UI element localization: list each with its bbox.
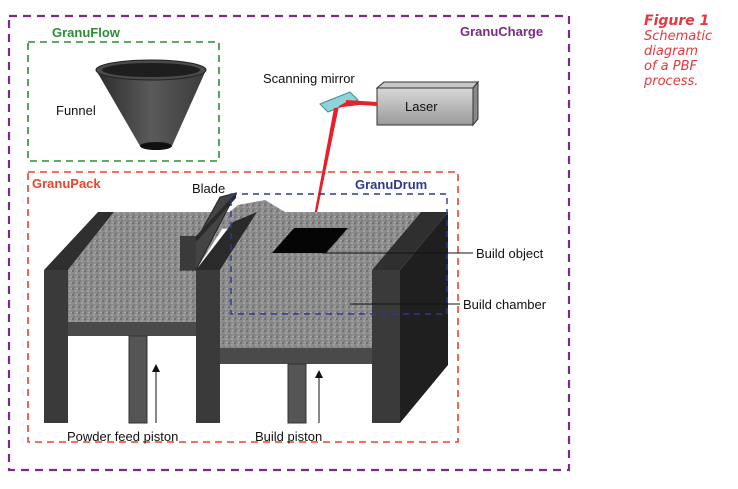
granupack-box [27,171,459,443]
caption-line-4: process. [644,74,699,89]
laser-label: Laser [405,99,438,114]
build-piston-arrow [315,370,323,423]
figure-number: Figure 1 [644,13,710,29]
granuflow-label: GranuFlow [52,25,121,40]
laser-beam [311,101,377,232]
granucharge-box [7,14,571,472]
powder-feed-piston-label: Powder feed piston [67,429,178,444]
figure-caption: Figure 1 Schematic diagram of a PBF proc… [644,13,736,90]
funnel-label: Funnel [56,103,96,118]
granudrum-box [230,193,448,315]
scanning-mirror [319,91,359,113]
caption-line-1: Schematic [644,29,713,44]
caption-line-2: diagram [644,44,699,59]
caption-line-3: of a PBF [644,59,697,74]
blade-label: Blade [192,181,225,196]
granudrum-label: GranuDrum [355,177,427,192]
feed-piston-arrow [152,364,160,423]
granupack-label: GranuPack [32,176,101,191]
funnel [95,59,207,150]
build-object-label: Build object [476,246,544,261]
laser-box [376,87,474,126]
powder-bed-machine [44,192,448,424]
build-chamber-label: Build chamber [463,297,547,312]
granucharge-label: GranuCharge [460,24,543,39]
build-piston-label: Build piston [255,429,322,444]
scanning-mirror-label: Scanning mirror [263,71,355,86]
